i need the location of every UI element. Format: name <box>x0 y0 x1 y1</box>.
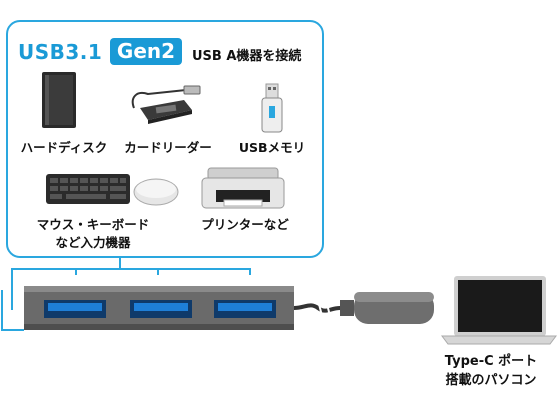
keyboard-mouse-icon <box>46 174 179 206</box>
device-label-printer: プリンターなど <box>201 217 289 232</box>
device-label-input-line1: マウス・キーボード <box>36 217 150 232</box>
device-label-input-line2: など入力機器 <box>55 235 131 250</box>
usb-version-label: USB3.1 <box>18 40 103 64</box>
laptop-icon <box>441 276 557 345</box>
usb-port-3 <box>214 300 276 318</box>
printer-icon <box>201 167 285 209</box>
device-label-card-reader: カードリーダー <box>124 140 212 155</box>
hard-disk-icon <box>42 72 76 128</box>
port-connector-lines <box>11 258 251 310</box>
pc-label-line1: Type-C ポート <box>444 354 538 369</box>
connect-usb-a-text: USB A機器を接続 <box>192 49 302 64</box>
usb-hub-icon <box>1 286 434 331</box>
card-reader-icon <box>131 85 201 124</box>
pc-label: Type-C ポート 搭載のパソコン <box>426 352 556 390</box>
usb-port-2 <box>130 300 192 318</box>
pc-label-line2: 搭載のパソコン <box>445 373 537 388</box>
usb-memory-icon <box>261 83 283 133</box>
gen2-badge: Gen2 <box>110 38 182 65</box>
usb-port-1 <box>44 300 106 318</box>
device-label-usb-memory: USBメモリ <box>238 140 306 155</box>
device-label-hard-disk: ハードディスク <box>20 140 108 155</box>
